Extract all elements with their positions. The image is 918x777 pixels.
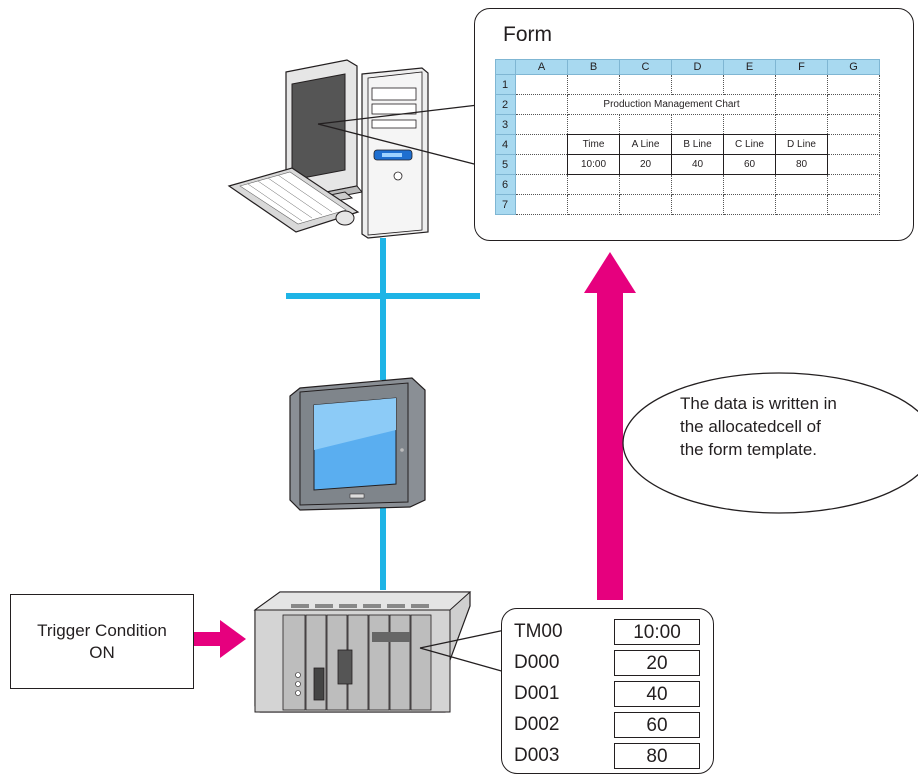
- trigger-state: ON: [89, 642, 115, 662]
- upload-arrow: [584, 252, 636, 600]
- value-cell: 20: [619, 154, 672, 175]
- row-header: 5: [495, 154, 516, 175]
- column-header: C: [619, 59, 672, 75]
- corner-cell: [495, 59, 516, 75]
- spreadsheet: A B C D E F G 1 2 Production Management …: [495, 59, 880, 215]
- device-value: 60: [614, 712, 700, 738]
- pc-tower-icon: [361, 67, 429, 239]
- header-cell: A Line: [619, 134, 672, 155]
- network-lines: [286, 238, 480, 590]
- callout-ellipse: [622, 372, 918, 514]
- header-cell: Time: [567, 134, 620, 155]
- trigger-label: Trigger Condition: [37, 620, 167, 640]
- keyboard-icon: [227, 167, 360, 233]
- row-header: 6: [495, 174, 516, 195]
- row-header: 7: [495, 194, 516, 215]
- plc-callout-lines: [419, 629, 506, 673]
- callout-line: the allocatedcell of: [680, 417, 821, 436]
- column-header: A: [515, 59, 568, 75]
- mouse-icon: [335, 210, 355, 226]
- device-row: D003 80: [514, 743, 700, 769]
- device-memory-box: TM00 10:00 D000 20 D001 40 D002 60 D003 …: [501, 608, 714, 774]
- header-cell: C Line: [723, 134, 776, 155]
- device-address: D000: [514, 652, 560, 673]
- header-cell: B Line: [671, 134, 724, 155]
- row-header: 3: [495, 114, 516, 135]
- value-cell: 80: [775, 154, 828, 175]
- form-title: Form: [503, 23, 552, 46]
- column-header: E: [723, 59, 776, 75]
- callout-line: the form template.: [680, 440, 818, 459]
- callout-line: The data is written in: [680, 394, 837, 413]
- device-address: TM00: [514, 621, 563, 642]
- device-row: TM00 10:00: [514, 619, 700, 645]
- value-cell: 40: [671, 154, 724, 175]
- callout-text: The data is written in the allocatedcell…: [680, 392, 837, 461]
- device-row: D001 40: [514, 681, 700, 707]
- trigger-condition-box: Trigger Condition ON: [10, 594, 194, 689]
- device-row: D002 60: [514, 712, 700, 738]
- touch-panel-icon: [289, 377, 426, 511]
- header-cell: D Line: [775, 134, 828, 155]
- row-header: 2: [495, 94, 516, 115]
- device-value: 40: [614, 681, 700, 707]
- column-header: D: [671, 59, 724, 75]
- device-address: D001: [514, 683, 560, 704]
- device-row: D000 20: [514, 650, 700, 676]
- monitor-callout-lines: [317, 104, 479, 166]
- row-header: 4: [495, 134, 516, 155]
- value-cell: 10:00: [567, 154, 620, 175]
- chart-title-cell: Production Management Chart: [567, 94, 776, 115]
- device-value: 80: [614, 743, 700, 769]
- device-value: 20: [614, 650, 700, 676]
- value-cell: 60: [723, 154, 776, 175]
- device-value: 10:00: [614, 619, 700, 645]
- device-address: D002: [514, 714, 560, 735]
- column-header: F: [775, 59, 828, 75]
- column-header: G: [827, 59, 880, 75]
- form-window: Form A B C D E F G 1 2 Production Manage…: [474, 8, 914, 241]
- plc-icon: [253, 591, 472, 713]
- trigger-arrow: [194, 620, 246, 658]
- column-header: B: [567, 59, 620, 75]
- device-address: D003: [514, 745, 560, 766]
- row-header: 1: [495, 74, 516, 95]
